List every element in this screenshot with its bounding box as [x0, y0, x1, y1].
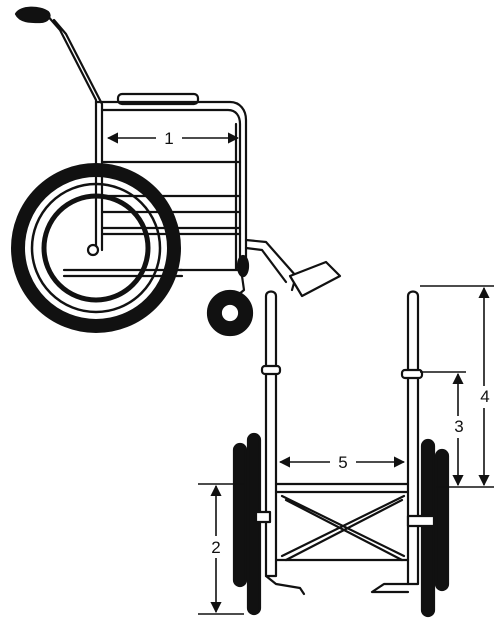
front-left-wheel-outer: [232, 442, 248, 588]
dimension-label-3: 3: [454, 417, 463, 436]
rear-wheel-tire: [11, 163, 181, 333]
cross-brace: [280, 494, 406, 562]
front-view: [232, 290, 450, 618]
side-view: [11, 6, 342, 337]
rear-wheel-handrim: [41, 193, 151, 303]
front-right-post: [406, 290, 420, 586]
dimension-label-1: 1: [164, 129, 173, 148]
front-right-axle: [406, 514, 436, 528]
dimension-label-4: 4: [480, 387, 489, 406]
front-post: [178, 122, 248, 272]
arm-frame: [94, 100, 248, 272]
left-clamp: [260, 364, 282, 376]
push-handle-grip: [14, 6, 51, 24]
caster-hub: [221, 304, 239, 322]
rear-wheel-hub: [86, 243, 100, 257]
dimension-5: 5: [278, 452, 406, 472]
front-right-footplate: [370, 582, 410, 594]
front-right-wheel-outer: [434, 448, 450, 592]
front-left-post: [264, 290, 278, 578]
rear-wheel-rim: [30, 182, 162, 314]
front-left-wheel-inner: [246, 432, 262, 616]
dimension-label-2: 2: [211, 538, 220, 557]
front-seat-rails: [274, 482, 410, 494]
front-right-wheel-inner: [420, 438, 436, 618]
caster-stem: [236, 254, 250, 278]
dimension-1: 1: [106, 128, 240, 148]
footrest-leg: [244, 238, 298, 292]
front-left-footplate: [264, 574, 306, 596]
footplate: [288, 260, 342, 298]
dimension-label-5: 5: [338, 453, 347, 472]
right-clamp: [400, 368, 424, 380]
front-left-axle: [254, 510, 272, 524]
